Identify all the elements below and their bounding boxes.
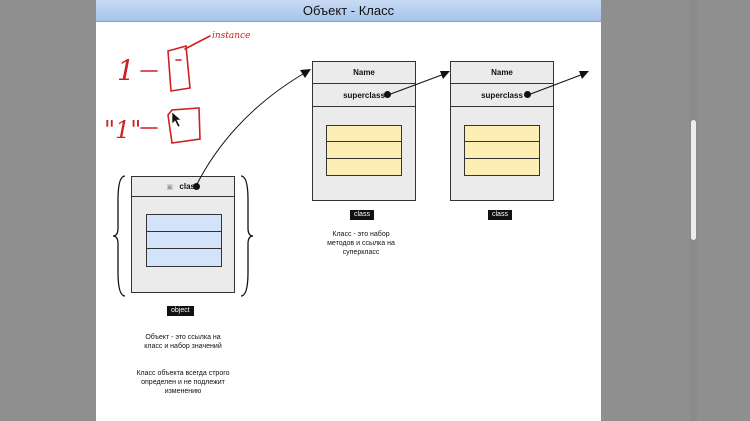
handwritten-annotation <box>140 35 211 144</box>
object-class-row: ▣ class <box>132 177 234 197</box>
superclass-label: superclass <box>481 91 523 100</box>
class-caption: Класс - это набор методов и ссылка на су… <box>327 231 395 256</box>
scrollbar-thumb[interactable] <box>691 120 696 240</box>
class-name-label: Name <box>491 68 513 77</box>
superclass-pointer-dot <box>384 91 391 98</box>
value-row <box>147 232 221 249</box>
superclass-row: superclass <box>451 84 553 107</box>
class-reference-arrow <box>195 70 309 187</box>
method-row <box>465 126 539 143</box>
class-pointer-dot <box>193 183 200 190</box>
right-brace <box>240 175 254 297</box>
object-box[interactable]: ▣ class <box>131 176 235 293</box>
superclass-arrow-1 <box>387 72 448 96</box>
lock-icon: ▣ <box>166 184 174 191</box>
method-row <box>465 142 539 159</box>
left-gutter <box>0 0 96 421</box>
object-caption-1: Объект - это ссылка на класс и набор зна… <box>144 334 222 350</box>
object-caption-2: Класс объекта всегда строго определен и … <box>136 370 230 395</box>
methods-table <box>326 125 402 176</box>
arrowhead <box>579 71 589 79</box>
class-name-row: Name <box>451 62 553 84</box>
handwritten-number-2: "1" <box>104 116 141 144</box>
superclass-arrow-2 <box>527 72 587 96</box>
value-row <box>147 215 221 232</box>
superclass-label: superclass <box>343 91 385 100</box>
class-box-1[interactable]: Name superclass <box>312 61 416 201</box>
values-table <box>146 214 222 267</box>
object-tag: object <box>167 306 194 316</box>
class-name-label: Name <box>353 68 375 77</box>
arrowhead <box>440 71 450 79</box>
class-tag-2: class <box>488 210 512 220</box>
handwritten-number-1: 1 <box>117 54 135 87</box>
class-name-row: Name <box>313 62 415 84</box>
class-box-2[interactable]: Name superclass <box>450 61 554 201</box>
method-row <box>327 126 401 143</box>
class-tag-1: class <box>350 210 374 220</box>
methods-table <box>464 125 540 176</box>
method-row <box>327 142 401 159</box>
superclass-row: superclass <box>313 84 415 107</box>
object-class-label: class <box>179 182 200 191</box>
left-brace <box>112 175 126 297</box>
cursor-icon <box>171 111 182 128</box>
right-gutter <box>601 0 750 421</box>
arrowhead <box>300 69 311 78</box>
superclass-pointer-dot <box>524 91 531 98</box>
handwritten-label: instance <box>212 31 250 41</box>
window-title: Объект - Класс <box>96 0 601 22</box>
